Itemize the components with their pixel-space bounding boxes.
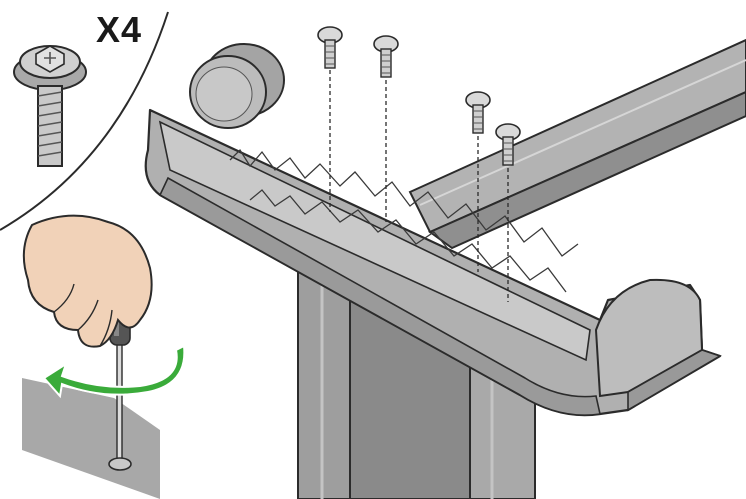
- hand-with-screwdriver: [22, 214, 186, 499]
- crossbar: [408, 38, 746, 250]
- screw-icon: [495, 123, 521, 166]
- foot-beam: [144, 108, 722, 417]
- hand-icon: [22, 214, 153, 348]
- screw-icon: [465, 91, 491, 134]
- quantity-label: X4: [96, 9, 143, 50]
- screw-icon: [13, 45, 87, 167]
- rotate-arrow-icon: [42, 344, 186, 399]
- callout-divider: [0, 11, 169, 231]
- screw-positions: [317, 26, 521, 302]
- work-surface: [22, 378, 160, 499]
- caster-wheel: [189, 43, 285, 129]
- screw-icon: [373, 35, 399, 78]
- screw-icon: [317, 26, 343, 69]
